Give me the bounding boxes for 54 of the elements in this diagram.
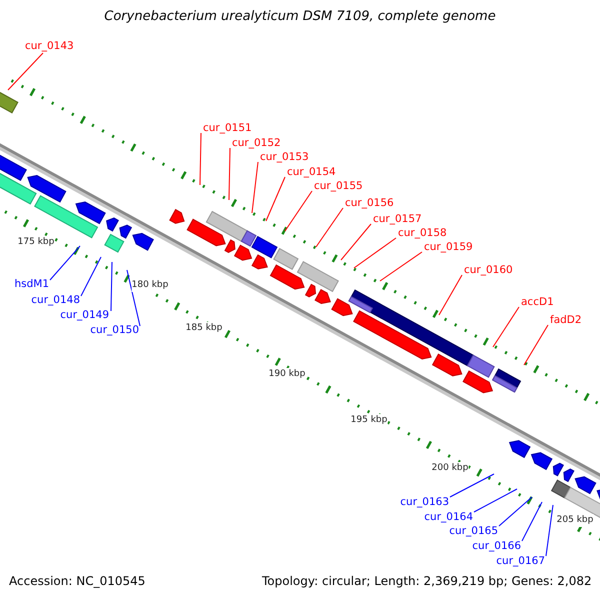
scale-label: 180 kbp	[132, 279, 168, 292]
leader-line	[8, 52, 44, 90]
scale-label: 190 kbp	[268, 368, 306, 381]
gene-label: accD1	[521, 296, 554, 309]
gene-label: cur_0165	[449, 525, 498, 538]
scale-label: 205 kbp	[556, 514, 594, 527]
leader-line	[546, 504, 554, 556]
gene-label: cur_0154	[287, 166, 336, 179]
gene-label: hsdM1	[14, 278, 49, 291]
leader-line	[492, 306, 520, 348]
genome-info-text: Topology: circular; Length: 2,369,219 bp; Genes: 2,082	[262, 575, 592, 588]
gene-label: cur_0148	[31, 294, 80, 307]
gene-label: cur_0149	[60, 309, 109, 322]
leader-line	[284, 190, 312, 232]
leader-line	[522, 502, 542, 542]
scale-label: 175 kbp	[18, 236, 54, 249]
leader-line	[438, 274, 462, 316]
gene-label: cur_0153	[260, 151, 309, 164]
gene-label: cur_0157	[373, 213, 422, 226]
scale-label: 185 kbp	[186, 322, 222, 335]
leader-line	[110, 262, 112, 312]
leader-line	[200, 132, 202, 186]
leader-line	[80, 256, 102, 296]
leader-line	[380, 252, 422, 282]
gene-label: cur_0155	[314, 180, 363, 193]
leader-line	[252, 162, 258, 214]
scale-label: 195 kbp	[350, 414, 388, 427]
gene-label: cur_0160	[464, 264, 513, 277]
gene-label: cur_0150	[90, 324, 139, 337]
gene-label: cur_0158	[398, 227, 447, 240]
leader-line	[266, 176, 286, 222]
accession-text: Accession: NC_010545	[9, 575, 146, 588]
leader-line	[354, 238, 396, 268]
leader-line	[228, 148, 230, 200]
scale-label: 200 kbp	[432, 462, 468, 475]
leader-line	[524, 324, 548, 366]
gene-label: cur_0164	[424, 511, 473, 524]
gene-label: cur_0143	[25, 40, 74, 53]
leader-line	[450, 474, 494, 498]
leader-line	[50, 246, 80, 280]
leader-line	[498, 496, 532, 526]
leader-line	[126, 270, 140, 326]
gene-label: cur_0152	[232, 137, 281, 150]
gene-label: fadD2	[550, 314, 582, 327]
leader-line	[474, 488, 518, 512]
gene-label: cur_0151	[203, 122, 252, 135]
leader-line	[340, 224, 372, 260]
gene-label: cur_0166	[472, 540, 521, 553]
leader-line	[316, 208, 344, 248]
gene-label: cur_0163	[400, 496, 449, 509]
gene-label: cur_0167	[496, 555, 545, 568]
gene-label: cur_0159	[424, 241, 473, 254]
title: Corynebacterium urealyticum DSM 7109, complete genome	[103, 10, 497, 23]
gene-label: cur_0156	[345, 197, 394, 210]
